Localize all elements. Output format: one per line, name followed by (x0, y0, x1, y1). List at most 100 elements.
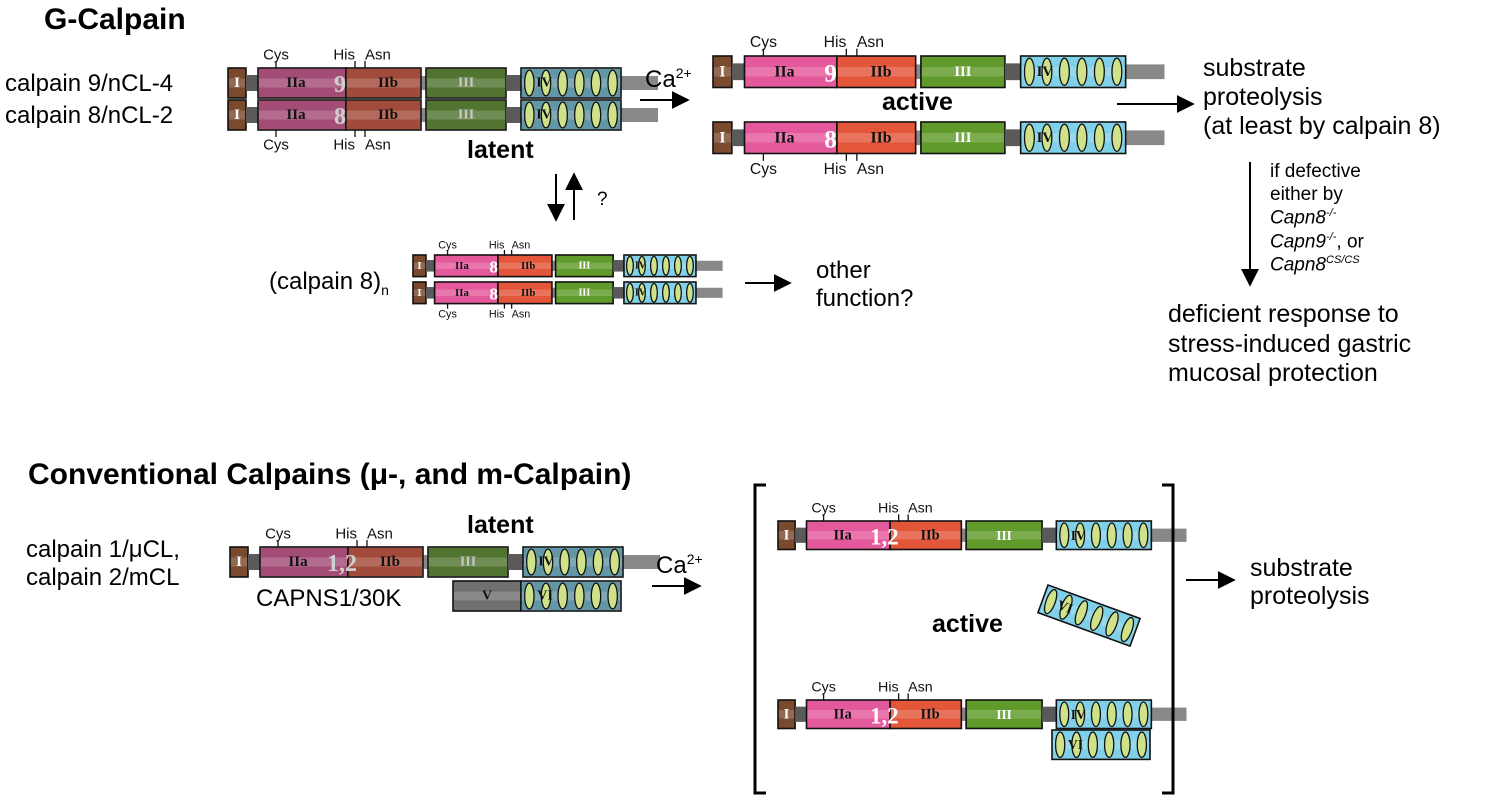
calpain8n-b-asn-label-b: Asn (512, 308, 531, 320)
conv-active-large-a-domain-IV-helix (1106, 522, 1117, 549)
calpain8n-a-domain-I-sheen (414, 262, 425, 270)
gcal-latent-8-label-IIb: IIb (378, 107, 398, 123)
gcal-latent-8-domain-IV (520, 99, 622, 131)
calpain8n-b-domain-IV-helix (673, 282, 682, 303)
conv-latent-large-domain-IV-tint (523, 547, 623, 577)
calpain8n-a-domain-IIb-sheen (498, 262, 551, 270)
gcal-active-8-label-III: III (954, 130, 971, 146)
gcal-latent-8-label-III: III (458, 108, 474, 123)
conv-active-small-free-domain-VI-helix (1074, 600, 1089, 626)
conv-active-large-b-domain-III-sheen (967, 709, 1042, 719)
conv-latent-large-domain-IV-sheen (524, 557, 622, 567)
gcal-latent-8-isoform-mark: 8 (334, 104, 346, 130)
gcal-latent-9-cys-label: Cys (263, 47, 289, 64)
gcal-latent-9-domain-IIa-tint (258, 68, 346, 98)
conv-latent-large-domain-III (427, 546, 509, 578)
calpain8n-a-linker2 (613, 260, 624, 272)
gcal-active-9-domain-I-sheen (714, 67, 731, 77)
conv-active-large-b-domain-IV-helix (1075, 701, 1086, 728)
calpain8n-a-domain-IV-helix (685, 255, 694, 276)
conv-latent-large-label-IIb: IIb (380, 554, 400, 570)
gcal-active-9-domain-IIb (836, 55, 917, 89)
calpain8n-b-domain-IV-helix (685, 282, 694, 303)
conv-active-large-a-domain-IV-helix (1122, 522, 1133, 549)
gcal-active-9-cys-label: Cys (750, 34, 777, 51)
gcal-active-8-label-IIa: IIa (774, 129, 794, 146)
gcal-latent-8-domain-IV-helix (607, 101, 618, 129)
gcalpain-title: G-Calpain (44, 3, 186, 36)
calpain8n-label: (calpain 8)n (269, 268, 389, 298)
gcal-latent-8-domain-IIb-sheen (347, 110, 420, 120)
calpain8n-a-domain-IIa-sheen (435, 262, 497, 270)
conv-active-large-b-domain-IIa (805, 699, 891, 730)
conv-active-small-free-domain-VI-helix (1105, 611, 1119, 637)
gcal-latent-9-asn-label: Asn (365, 47, 391, 64)
calpain8n-b-label-IIb: IIb (521, 287, 535, 299)
conv-active-large-b-domain-IIb-sheen (891, 709, 961, 719)
calpain8n-a-label-IIb: IIb (521, 260, 535, 272)
gcal-latent-8-his-label-b: His (333, 137, 355, 154)
gcal-active-8-domain-IV (1019, 121, 1127, 155)
gcal-latent-9-domain-IIb-sheen (347, 78, 420, 88)
conv-latent-large-linker2 (508, 554, 523, 570)
conv-active-small-bound-domain-VI-helix (1087, 731, 1099, 758)
gcal-active-8-label-IV: IV (1037, 130, 1054, 146)
gcal-latent-8-domain-IV-helix (557, 101, 568, 129)
gcal-active-9-domain-IIa (743, 55, 838, 89)
calpain8n-b-domain-I-sheen (414, 289, 425, 297)
conv-active-large-a-domain-IIb-sheen (891, 530, 961, 540)
gcal-active-8-label-IIb: IIb (870, 129, 891, 146)
conv-active-large-a-linker1 (795, 527, 807, 543)
conv-latent-small-domain-VI (520, 580, 622, 612)
calpain2-label: calpain 2/mCL (26, 564, 180, 591)
conv-active-large-a-domain-IV-helix (1138, 522, 1149, 549)
active-label-gcalpain: active (882, 88, 953, 116)
gcal-latent-9-domain-III (425, 67, 507, 99)
gcal-active-9-domain-IV-helix (1076, 57, 1088, 86)
gcal-latent-9-label-IV: IV (536, 76, 552, 91)
active-label-conventional: active (932, 610, 1003, 638)
calpain8n-a-linker1 (425, 260, 435, 272)
defect-line4: Capn9-/-, or (1270, 231, 1364, 253)
calpain8n-b-isoform-mark: 8 (489, 285, 498, 304)
gcal-active-8-domain-III-sheen (921, 133, 1004, 143)
calpain8n-b-linker2 (613, 287, 624, 299)
gcal-latent-9-domain-III-sheen (427, 78, 505, 88)
gcal-latent-8-label-IIa: IIa (286, 107, 306, 123)
defect-line3: Capn8-/- (1270, 207, 1337, 229)
substrate-conventional-line1: substrate (1250, 554, 1353, 582)
gcal-active-8-his-label-b: His (824, 161, 847, 178)
conv-latent-small-domain-VI-helix (540, 582, 552, 610)
conv-active-large-b-label-IV: IV (1071, 707, 1086, 722)
gcal-latent-8-domain-IIb-tint (346, 100, 421, 130)
gcal-latent-9-isoform-mark: 9 (334, 72, 346, 98)
conv-active-large-b-domain-III (965, 699, 1043, 730)
gcal-active-8-domain-IV-helix (1076, 123, 1088, 152)
conv-active-large-b-label-IIb: IIb (920, 706, 939, 722)
ca-label-gcalpain: Ca2+ (645, 65, 692, 93)
conv-active-large-b-domain-IV-helix (1106, 701, 1117, 728)
gcal-active-8-domain-IIb (836, 121, 917, 155)
conv-active-large-b-domain-IV-helix (1059, 701, 1070, 728)
conv-active-large-b-linker2 (1042, 706, 1057, 722)
conv-active-large-a-label-IV: IV (1071, 528, 1086, 543)
conv-latent-large-domain-III-sheen (429, 557, 507, 567)
gcal-active-8-linker2 (1004, 129, 1021, 147)
gcal-active-9-label-IIa: IIa (774, 63, 794, 80)
gcal-latent-9-domain-III-tint (426, 68, 506, 98)
gcal-latent-8-asn-label-b: Asn (365, 137, 391, 154)
gcal-latent-9-label-IIb: IIb (378, 75, 398, 91)
gcal-active-9-linker2 (1004, 63, 1021, 81)
gcal-active-9-domain-IV-helix (1023, 57, 1035, 86)
conv-latent-large-cys-label: Cys (265, 526, 291, 543)
conv-active-large-a-linker2 (1042, 527, 1057, 543)
conv-active-large-b-cys-label: Cys (811, 680, 836, 696)
gcal-active-9-domain-IIb-sheen (837, 67, 915, 77)
gcal-active-8-domain-IIa-sheen (745, 133, 836, 143)
gcal-latent-8-domain-IV-helix (590, 101, 602, 129)
conv-active-small-free-label-VI: VI (1055, 597, 1074, 616)
